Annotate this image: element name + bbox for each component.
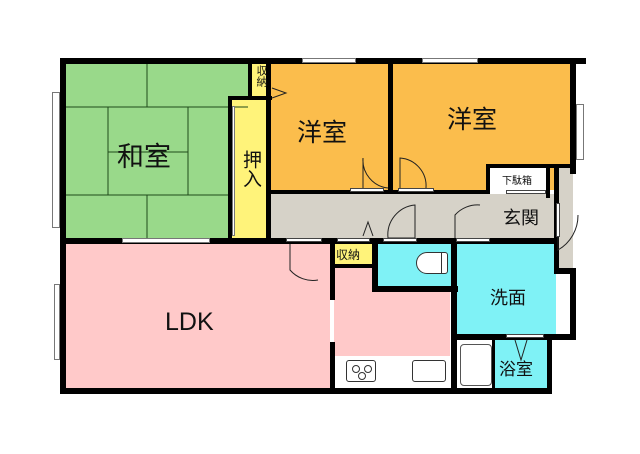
door-bathroom[interactable] [506, 334, 544, 338]
wall [372, 286, 458, 292]
room-label-shoe-cabinet: 下駄箱 [502, 176, 532, 187]
wall [266, 190, 490, 194]
wall [570, 58, 576, 174]
room-label-western-1: 洋室 [297, 118, 348, 147]
ldk-room [66, 244, 330, 388]
wall [330, 342, 335, 392]
western-room-1 [271, 64, 388, 190]
bathtub-icon [460, 344, 492, 386]
storage-mid-room [334, 244, 372, 264]
wall [60, 58, 66, 394]
window [52, 92, 60, 228]
room-label-oshiire: 押入 [240, 150, 262, 188]
wall [492, 340, 495, 390]
toilet-tank [441, 252, 448, 274]
storage-top-room [251, 64, 268, 96]
stove-icon [346, 360, 376, 382]
wall [330, 238, 335, 300]
wall [388, 58, 393, 194]
room-label-storage-top: 収納 [255, 65, 268, 87]
door-storage-mid[interactable] [337, 238, 370, 242]
wall [266, 58, 271, 244]
window [54, 284, 60, 360]
wall [547, 334, 552, 394]
wall [450, 388, 550, 394]
door-shoe-cabinet[interactable] [506, 190, 546, 194]
washroom [457, 244, 556, 334]
room-label-bathroom: 浴室 [499, 360, 533, 380]
window [232, 106, 235, 236]
wall [451, 238, 457, 394]
genkan-step [559, 168, 573, 268]
door-western-room-1[interactable] [350, 188, 384, 192]
toilet-fixture [416, 252, 448, 274]
bathroom [495, 340, 547, 390]
washitsu-room [66, 64, 248, 238]
door-toilet[interactable] [383, 238, 417, 242]
door-ldk[interactable] [286, 238, 322, 242]
wall [570, 268, 576, 338]
genkan-room [490, 194, 558, 238]
wall [486, 164, 490, 194]
room-label-ldk: LDK [165, 308, 214, 336]
window [302, 58, 356, 63]
window [122, 238, 210, 243]
wall [556, 268, 576, 274]
room-label-washitsu: 和室 [117, 142, 171, 173]
wall [248, 58, 252, 100]
room-label-genkan: 玄関 [503, 208, 539, 229]
room-label-washroom: 洗面 [490, 288, 526, 309]
wall [228, 96, 232, 242]
wall [330, 264, 376, 268]
wall [228, 96, 272, 100]
wall [372, 238, 378, 292]
door-western-room-2[interactable] [398, 188, 434, 192]
wall [60, 388, 460, 394]
sink-icon [412, 360, 446, 382]
wall [546, 164, 550, 198]
window [576, 104, 584, 160]
door-washroom[interactable] [456, 238, 490, 242]
wall [486, 164, 576, 168]
oshiire-room [232, 100, 266, 240]
shoe-cabinet [490, 168, 546, 190]
room-label-western-2: 洋室 [447, 105, 498, 134]
room-label-storage-mid: 収納 [336, 248, 361, 262]
front-door[interactable] [556, 203, 560, 237]
window [422, 58, 478, 63]
